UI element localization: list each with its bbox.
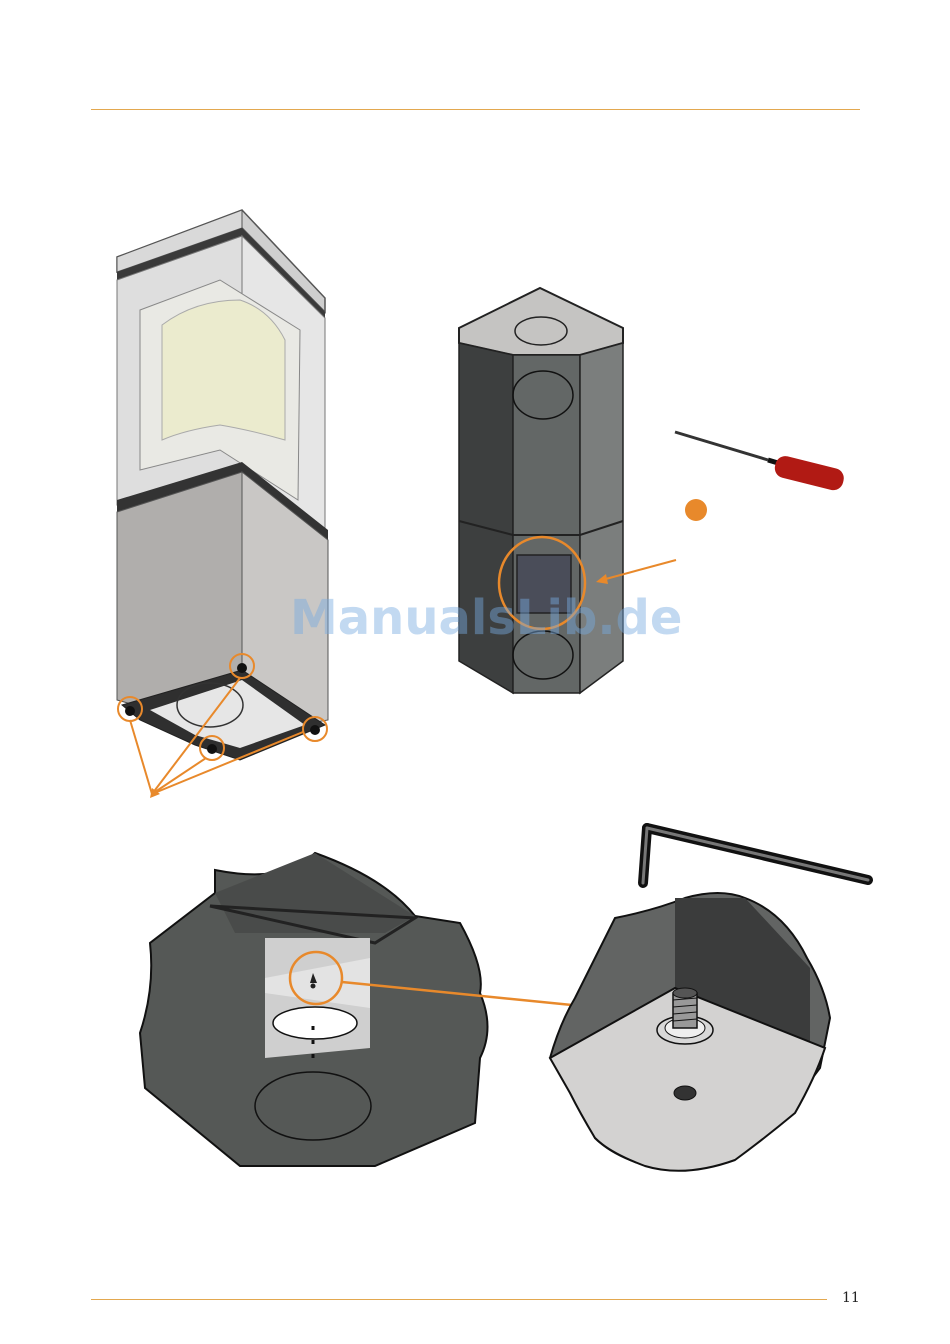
page-number: 11 bbox=[842, 1290, 860, 1306]
screwdriver-figure bbox=[590, 420, 860, 590]
bottom-rule bbox=[91, 1299, 827, 1300]
top-rule bbox=[91, 109, 860, 110]
step-dot bbox=[685, 499, 707, 521]
bolt-allen-key-figure bbox=[535, 818, 880, 1188]
stove-tall-figure bbox=[100, 200, 350, 810]
